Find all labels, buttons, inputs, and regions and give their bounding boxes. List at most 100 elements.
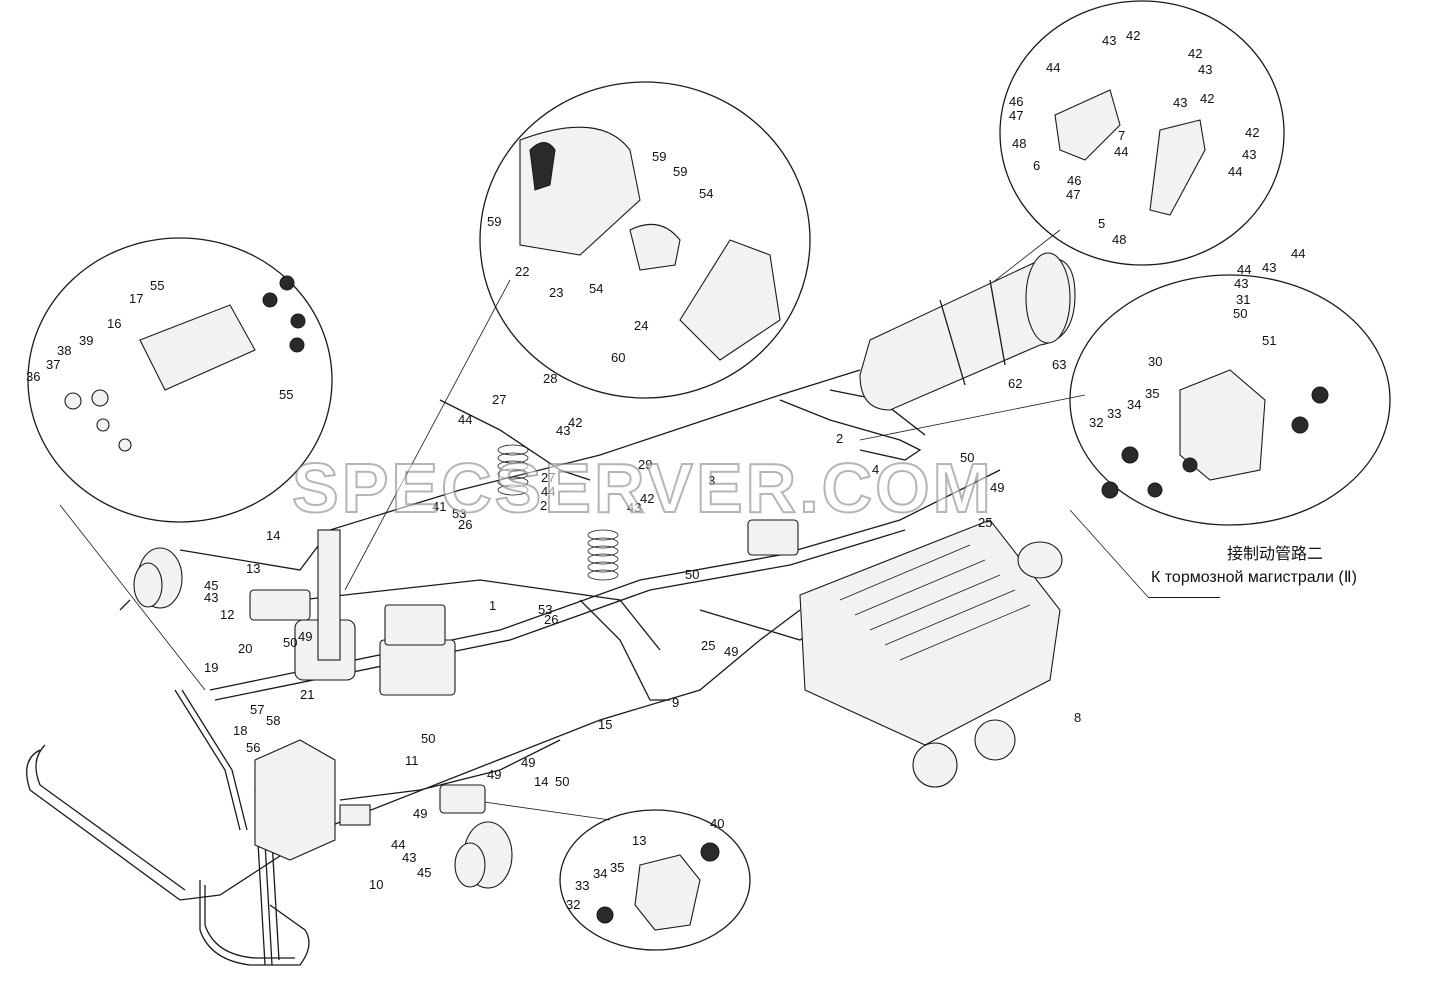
relay-block-assembly [64, 275, 306, 452]
callout-c14a: 14 [266, 528, 280, 543]
callout-c44b: 44 [1114, 144, 1128, 159]
callout-c4: 4 [872, 462, 879, 477]
callout-c43g: 43 [556, 423, 570, 438]
callout-c44f: 44 [458, 412, 472, 427]
callout-c39: 39 [79, 333, 93, 348]
callout-c37: 37 [46, 357, 60, 372]
note-chinese: 接制动管路二 [1227, 546, 1324, 563]
callout-c43i: 43 [204, 590, 218, 605]
callout-c20: 20 [238, 641, 252, 656]
callout-c9: 9 [672, 695, 679, 710]
callout-c48a: 48 [1012, 136, 1026, 151]
callout-c44c: 44 [1228, 164, 1242, 179]
callout-c50a: 50 [960, 450, 974, 465]
callout-c21: 21 [300, 687, 314, 702]
callout-c35a: 35 [1145, 386, 1159, 401]
callout-c49e: 49 [413, 806, 427, 821]
air-compressor [294, 529, 456, 696]
callout-c44g: 44 [541, 484, 555, 499]
callout-c34a: 34 [1127, 397, 1141, 412]
callout-c29: 29 [638, 457, 652, 472]
callout-c43d: 43 [1242, 147, 1256, 162]
detail-leader [1069, 509, 1149, 598]
callout-c43h: 43 [627, 500, 641, 515]
callout-c49a: 49 [990, 480, 1004, 495]
callout-c46b: 46 [1067, 173, 1081, 188]
callout-c12: 12 [220, 607, 234, 622]
callout-c40: 40 [710, 816, 724, 831]
callout-c42d: 42 [1245, 125, 1259, 140]
relay-valve-front [249, 589, 486, 814]
callout-c43a: 43 [1102, 33, 1116, 48]
note-russian: К тормозной магистрали (Ⅱ) [1151, 569, 1357, 586]
callout-c45b: 45 [417, 865, 431, 880]
callout-c26a: 26 [458, 517, 472, 532]
air-tank [859, 252, 1076, 411]
callout-c10: 10 [369, 877, 383, 892]
callout-c50b: 50 [685, 567, 699, 582]
brake-chamber-front-left [119, 547, 183, 611]
callout-c53a: 53 [452, 506, 466, 521]
callout-c59b: 59 [673, 164, 687, 179]
callout-c1: 1 [489, 598, 496, 613]
coil-pipe-upper [497, 444, 529, 496]
callout-c55b: 55 [279, 387, 293, 402]
callout-c15: 15 [598, 717, 612, 732]
callout-c43e: 43 [1262, 260, 1276, 275]
callout-c27b: 27 [541, 470, 555, 485]
callout-c25a: 25 [978, 515, 992, 530]
callout-c44h: 44 [391, 837, 405, 852]
callout-c42a: 42 [1126, 28, 1140, 43]
callout-c56: 56 [246, 740, 260, 755]
callout-c26b: 26 [544, 612, 558, 627]
callout-c42f: 42 [640, 491, 654, 506]
callout-c18: 18 [233, 723, 247, 738]
callout-c63: 63 [1052, 357, 1066, 372]
callout-c43b: 43 [1198, 62, 1212, 77]
callout-c5: 5 [1098, 216, 1105, 231]
callout-c13b: 13 [632, 833, 646, 848]
callout-c33b: 33 [575, 878, 589, 893]
callout-c33a: 33 [1107, 406, 1121, 421]
callout-c43j: 43 [402, 850, 416, 865]
callout-c11: 11 [405, 753, 419, 768]
note-underline [1148, 597, 1220, 598]
callout-c44a: 44 [1046, 60, 1060, 75]
callout-c41: 41 [432, 499, 446, 514]
callout-c25b: 25 [701, 638, 715, 653]
callout-c36: 36 [26, 369, 40, 384]
callout-c2b: 2 [540, 498, 547, 513]
callout-c19: 19 [204, 660, 218, 675]
callout-c59c: 59 [487, 214, 501, 229]
callout-c42c: 42 [1200, 91, 1214, 106]
callout-c50f: 50 [283, 635, 297, 650]
callout-c44e: 44 [1237, 262, 1251, 277]
callout-c54a: 54 [699, 186, 713, 201]
callout-c54b: 54 [589, 281, 603, 296]
compressor-cover-assembly [519, 126, 781, 361]
callout-c44d: 44 [1291, 246, 1305, 261]
detail-leader [859, 394, 1086, 441]
detail-circle-relay-valve [559, 809, 751, 951]
callout-c45a: 45 [204, 578, 218, 593]
callout-c31: 31 [1236, 292, 1250, 307]
callout-c47a: 47 [1009, 108, 1023, 123]
brake-pedal-valve [254, 739, 371, 861]
watermark: SPECSERVER.COM [291, 448, 994, 528]
callout-c42b: 42 [1188, 46, 1202, 61]
callout-c43c: 43 [1173, 95, 1187, 110]
callout-c7: 7 [1118, 128, 1125, 143]
detail-circle-tank-brackets [999, 0, 1285, 266]
detail-circle-compressor-cover [479, 81, 811, 399]
callout-c22: 22 [515, 264, 529, 279]
callout-c57: 57 [250, 702, 264, 717]
callout-c43f: 43 [1234, 276, 1248, 291]
callout-c49f: 49 [298, 629, 312, 644]
callout-c14b: 14 [534, 774, 548, 789]
callout-c13a: 13 [246, 561, 260, 576]
callout-c50c: 50 [421, 731, 435, 746]
callout-c58: 58 [266, 713, 280, 728]
callout-c38: 38 [57, 343, 71, 358]
callout-c51: 51 [1262, 333, 1276, 348]
